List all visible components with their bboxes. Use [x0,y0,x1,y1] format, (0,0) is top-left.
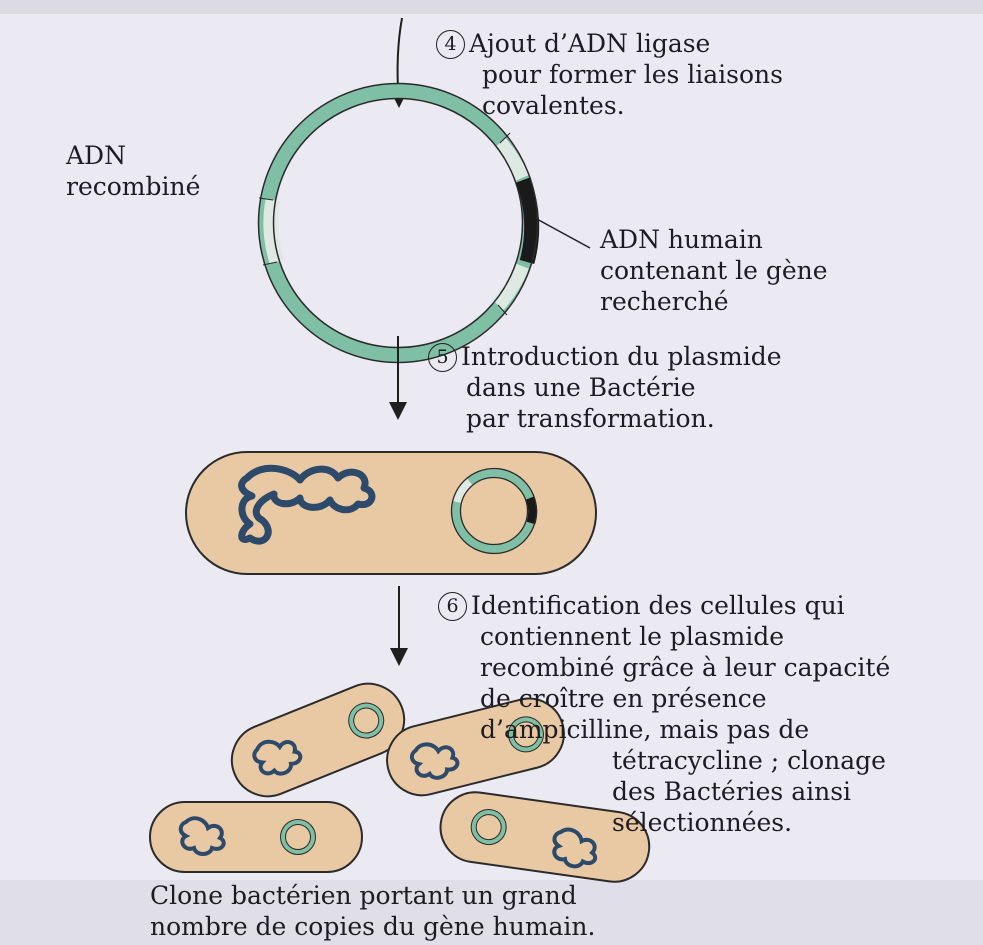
step-6-number: 6 [438,592,467,621]
step-6-line-3: recombiné grâce à leur capacité [480,652,890,683]
arrow-step-6-head [390,648,408,666]
caption-clone-line-1: Clone bactérien portant un grand [150,880,577,911]
step-4-line-3: covalentes. [482,90,625,121]
step-4-line-2: pour former les liaisons [482,59,783,90]
step-5-line-2: dans une Bactérie [466,372,696,403]
label-recombinant-dna-line-2: recombiné [66,171,200,202]
step-6-line-8: sélectionnées. [612,807,792,838]
step-6-line-2: contiennent le plasmide [480,621,784,652]
plasmid-light-segment-bottom [498,266,522,305]
step-5-number: 5 [428,343,457,372]
arrow-step-5-head [389,402,407,420]
human-dna-pointer [535,218,590,248]
plasmid-light-segment-right [500,143,522,178]
label-human-dna-line-3: recherché [600,286,729,317]
recombinant-plasmid [259,84,538,363]
step-6-line-6: tétracycline ; clonage [612,745,886,776]
clone-cell-1 [221,673,415,807]
step-4-line-1: Ajout d’ADN ligase [469,29,710,58]
step-6-line-5: d’ampicilline, mais pas de [480,714,809,745]
step-6-line-7: des Bactéries ainsi [612,776,851,807]
caption-clone-line-2: nombre de copies du gène humain. [150,911,595,942]
step-5-line-3: par transformation. [466,403,715,434]
step-4-number: 4 [436,30,465,59]
label-human-dna-line-1: ADN humain [600,224,763,255]
clone-cell-3 [150,802,362,872]
step-5-line-1: Introduction du plasmide [461,342,782,371]
human-dna-insert [523,180,532,262]
label-human-dna-line-2: contenant le gène [600,255,828,286]
label-recombinant-dna-line-1: ADN [66,140,126,171]
step-6-line-4: de croître en présence [480,683,767,714]
step-6-line-1: Identification des cellules qui [471,591,845,620]
transformed-bacterium [186,452,596,574]
